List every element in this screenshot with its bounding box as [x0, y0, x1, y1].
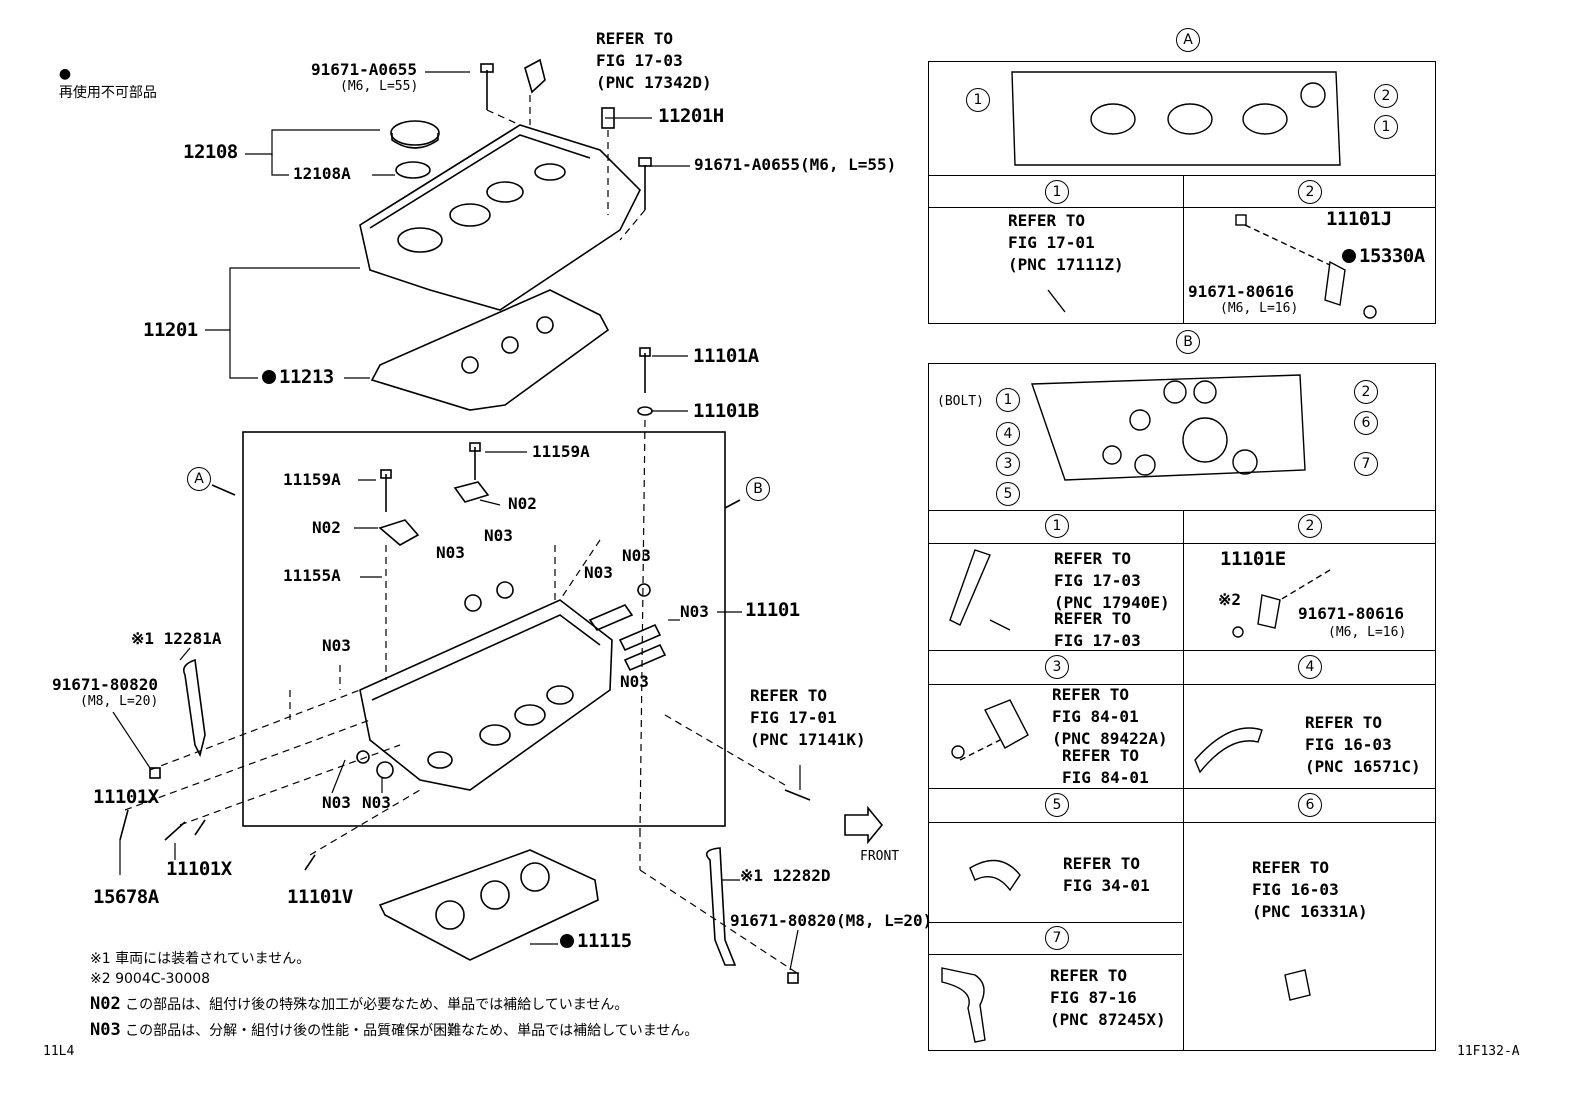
label-N03: N03: [680, 602, 709, 621]
label-N03: N03: [322, 793, 351, 812]
panel-a-title: A: [1176, 28, 1200, 52]
view-marker-b: B: [746, 477, 770, 501]
corner-right: 11F132-A: [1457, 1044, 1520, 1059]
label-11201: 11201: [143, 319, 198, 341]
label-N03: N03: [484, 526, 513, 545]
label-12281A: ※1 12281A: [131, 629, 222, 648]
panel-b-c2-bolt-spec: (M6, L=16): [1328, 625, 1407, 640]
panel-b-bolt-tag: (BOLT): [937, 394, 984, 409]
label-N03: N03: [584, 563, 613, 582]
label-11101V: 11101V: [287, 886, 353, 908]
panel-a-cell2-num: 2: [1298, 180, 1322, 204]
panel-b-marker-5: 5: [996, 482, 1020, 506]
panel-b-c2-part: 11101E: [1220, 548, 1286, 570]
panel-b-marker-6: 6: [1354, 411, 1378, 435]
label-N03: N03: [622, 546, 651, 565]
label-11101: 11101: [745, 599, 800, 621]
panel-b-c4-num: 4: [1298, 655, 1322, 679]
panel-b-c3-num: 3: [1045, 655, 1069, 679]
panel-a-marker-1b: 1: [1374, 115, 1398, 139]
panel-b-marker-2: 2: [1354, 380, 1378, 404]
label-11213: 11213: [262, 368, 334, 387]
label-15678A: 15678A: [93, 886, 159, 908]
label-11101X-b: 11101X: [166, 858, 232, 880]
label-11155A: 11155A: [283, 566, 341, 585]
note-2: ※2 9004C-30008: [90, 971, 211, 987]
label-12282D: ※1 12282D: [740, 866, 831, 885]
label-11101B: 11101B: [693, 400, 759, 422]
label-N03: N03: [620, 672, 649, 691]
note-3: N02 この部品は、組付け後の特殊な加工が必要なため、単品では補給していません。: [90, 994, 629, 1014]
label-bolt-top-spec: (M6, L=55): [340, 79, 419, 94]
panel-a-bolt: 91671-80616: [1188, 282, 1294, 301]
label-11159A-top: 11159A: [532, 442, 590, 461]
panel-a-cell1-num: 1: [1045, 180, 1069, 204]
label-bolt-right: 91671-A0655(M6, L=55): [694, 155, 897, 174]
panel-b-title: B: [1176, 330, 1200, 354]
note-1: ※1 車両には装着されていません。: [90, 951, 311, 967]
label-bolt-bottom: 91671-80820(M8, L=20): [730, 911, 933, 930]
non-reusable-dot-icon: [560, 934, 574, 948]
view-marker-a: A: [187, 467, 211, 491]
panel-a-part: 11101J: [1326, 208, 1392, 230]
legend-non-reusable: ● 再使用不可部品: [58, 66, 157, 101]
cover-gasket-shape: [370, 289, 610, 411]
label-11101A: 11101A: [693, 345, 759, 367]
label-N03: N03: [322, 636, 351, 655]
head-gasket-shape: [378, 849, 599, 961]
label-12108A: 12108A: [293, 164, 351, 183]
label-front: FRONT: [860, 849, 900, 864]
panel-a-marker-1: 1: [966, 88, 990, 112]
panel-b-marker-3: 3: [996, 452, 1020, 476]
label-11201H: 11201H: [658, 105, 724, 127]
label-N03: N03: [436, 543, 465, 562]
non-reusable-dot-icon: [262, 370, 276, 384]
label-11101X-a: 11101X: [93, 786, 159, 808]
panel-b-c6-num: 6: [1298, 793, 1322, 817]
panel-b-c7-num: 7: [1045, 926, 1069, 950]
panel-b-c1-num: 1: [1045, 514, 1069, 538]
panel-b-c5-num: 5: [1045, 793, 1069, 817]
label-11115: 11115: [560, 932, 632, 951]
label-12108: 12108: [183, 141, 238, 163]
label-N03: N03: [362, 793, 391, 812]
panel-b-c2-mark: ※2: [1218, 590, 1242, 609]
panel-a: [928, 61, 1436, 324]
panel-a-marker-2: 2: [1374, 84, 1398, 108]
corner-left: 11L4: [43, 1044, 75, 1059]
label-N02-left: N02: [312, 518, 341, 537]
label-bolt-top: 91671-A0655: [311, 60, 417, 79]
panel-b-c2-num: 2: [1298, 514, 1322, 538]
label-11159A-left: 11159A: [283, 470, 341, 489]
panel-b-marker-7: 7: [1354, 452, 1378, 476]
label-N02-right: N02: [508, 494, 537, 513]
panel-b-marker-1: 1: [996, 388, 1020, 412]
panel-a-bolt-spec: (M6, L=16): [1220, 301, 1299, 316]
panel-b-c2-bolt: 91671-80616: [1298, 604, 1404, 623]
panel-b: [928, 363, 1436, 1051]
valve-cover-shape: [359, 124, 641, 311]
cylinder-head-shape: [359, 599, 613, 791]
note-4: N03 この部品は、分解・組付け後の性能・品質確保が困難なため、単品では補給して…: [90, 1020, 699, 1040]
label-bolt-left: 91671-80820: [52, 675, 158, 694]
panel-a-seal: 15330A: [1342, 247, 1425, 266]
non-reusable-dot-icon: [1342, 249, 1356, 263]
label-bolt-left-spec: (M8, L=20): [80, 694, 159, 709]
non-reusable-dot-icon: ●: [58, 66, 72, 82]
panel-b-marker-4: 4: [996, 422, 1020, 446]
